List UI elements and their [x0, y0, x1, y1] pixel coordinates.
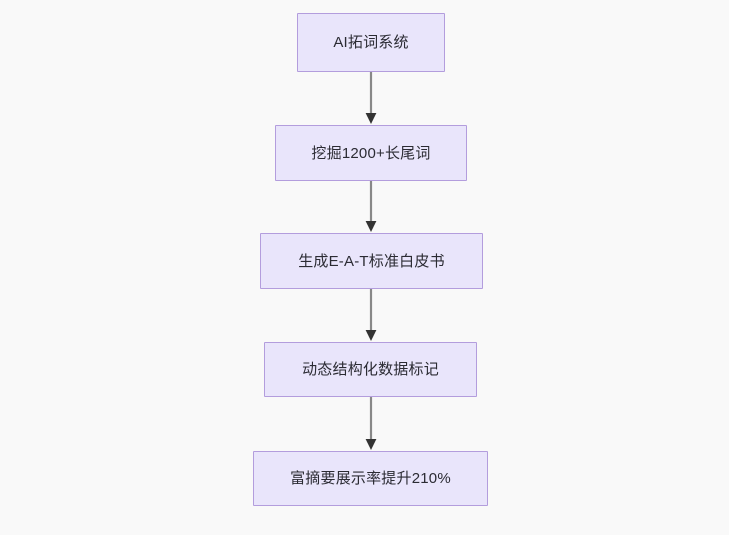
flow-node-label: 挖掘1200+长尾词: [311, 144, 431, 162]
flow-connector-2-to-3: [361, 181, 381, 233]
flow-node-label: 动态结构化数据标记: [302, 361, 439, 378]
flow-connector-1-to-2: [361, 72, 381, 125]
flow-node-rich-snippet-impression-uplift[interactable]: 富摘要展示率提升210%: [253, 451, 488, 506]
flow-node-label: AI拓词系统: [333, 34, 409, 51]
flow-node-dynamic-structured-data-markup[interactable]: 动态结构化数据标记: [264, 342, 477, 397]
flow-node-ai-keyword-system[interactable]: AI拓词系统: [297, 13, 445, 72]
flow-node-mine-longtail-keywords[interactable]: 挖掘1200+长尾词: [275, 125, 467, 181]
flow-node-label: 生成E-A-T标准白皮书: [298, 252, 445, 270]
flow-node-generate-eat-whitepaper[interactable]: 生成E-A-T标准白皮书: [260, 233, 483, 289]
flow-connector-3-to-4: [361, 289, 381, 342]
flow-connector-4-to-5: [361, 397, 381, 451]
flow-node-label: 富摘要展示率提升210%: [290, 470, 451, 487]
